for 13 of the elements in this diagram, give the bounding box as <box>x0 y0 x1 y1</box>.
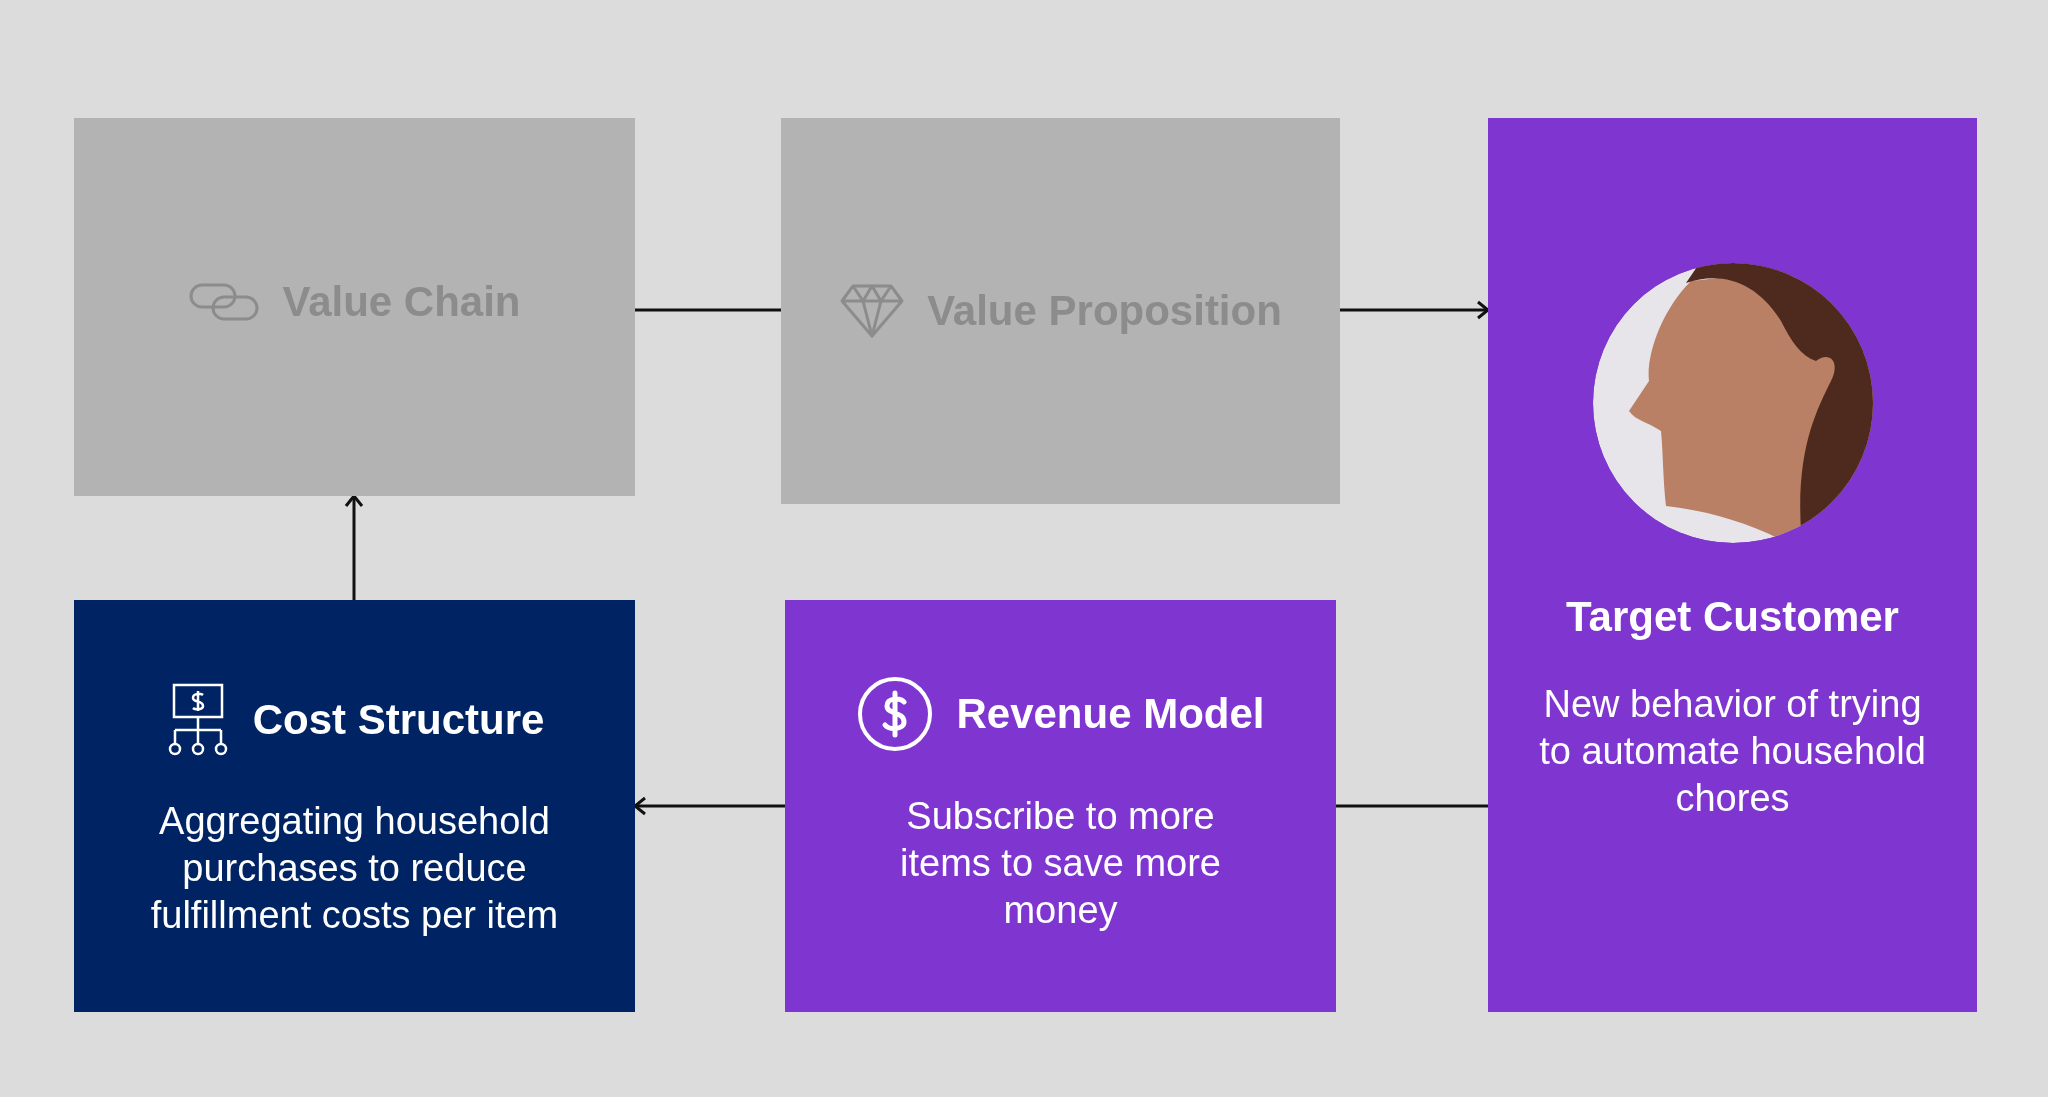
description: New behavior of trying to automate household chores <box>1538 682 1927 821</box>
arrow <box>1340 300 1490 320</box>
card-background <box>785 600 1336 1012</box>
heading: Target Customer <box>1566 593 1899 641</box>
description: Subscribe to more items to save more money <box>899 794 1222 933</box>
arrow <box>344 494 364 600</box>
heading: Revenue Model <box>956 690 1265 738</box>
card-background <box>74 600 635 1012</box>
card-background <box>74 118 635 496</box>
description: Aggregating household purchases to reduce fulfillment costs per item <box>149 799 560 938</box>
card-background <box>1488 118 1977 1012</box>
heading: Cost Structure <box>252 696 545 744</box>
card-background <box>781 118 1340 504</box>
